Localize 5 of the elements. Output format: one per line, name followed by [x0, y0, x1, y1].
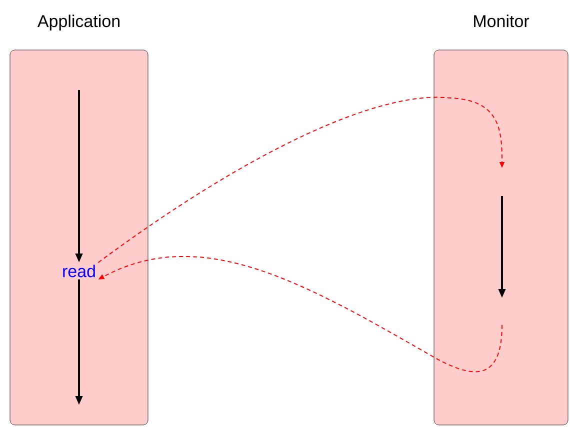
process-box: Monitor: [434, 14, 568, 426]
arrow: [98, 96, 505, 264]
node-label: Monitor: [474, 14, 530, 28]
label-text: read: [63, 264, 95, 278]
node-label: Application: [37, 14, 120, 31]
